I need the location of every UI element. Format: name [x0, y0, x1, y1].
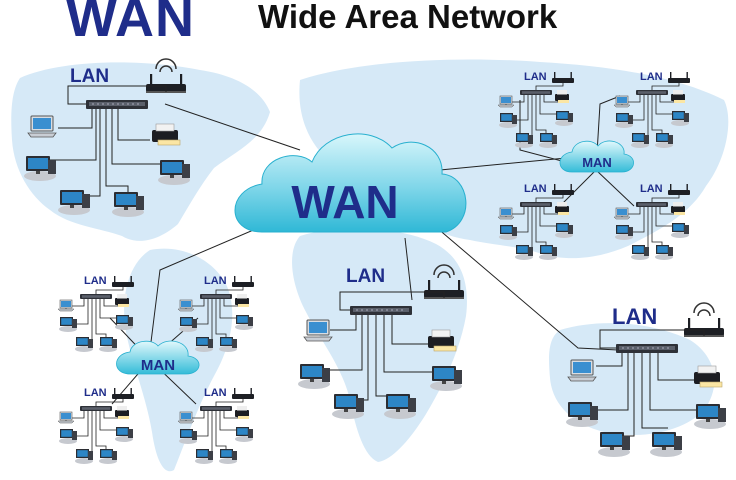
switch-icon: [615, 343, 679, 354]
lan-label: LAN: [346, 266, 385, 287]
wan-cloud: WAN: [234, 133, 467, 233]
laptop-icon: [567, 359, 597, 382]
desktop-icon: [650, 432, 682, 457]
lan-cluster-left-3: [58, 387, 134, 464]
switch-icon: [85, 99, 149, 110]
lan-label: LAN: [70, 66, 109, 87]
man-cloud-left: MAN: [116, 340, 200, 375]
man-cloud-right: MAN: [559, 140, 634, 173]
man-cloud-label: MAN: [141, 357, 175, 374]
laptop-icon: [27, 115, 57, 138]
desktop-icon: [430, 366, 462, 391]
laptop-icon: [303, 319, 333, 342]
wan-logo-text: WAN: [66, 0, 195, 48]
printer-icon: [693, 365, 723, 388]
wan-cloud-label: WAN: [291, 176, 398, 228]
lan-center: LAN: [298, 264, 465, 419]
lan-bottom-right: LAN: [566, 302, 726, 457]
desktop-icon: [298, 364, 330, 389]
desktop-icon: [694, 404, 726, 429]
lan-top-left: LAN: [24, 58, 190, 217]
switch-icon: [349, 305, 413, 316]
lan-cluster-left-1: [58, 275, 134, 352]
man-cloud-label: MAN: [582, 155, 612, 170]
lan-label: LAN: [612, 304, 657, 329]
page-title: Wide Area Network: [258, 0, 558, 35]
